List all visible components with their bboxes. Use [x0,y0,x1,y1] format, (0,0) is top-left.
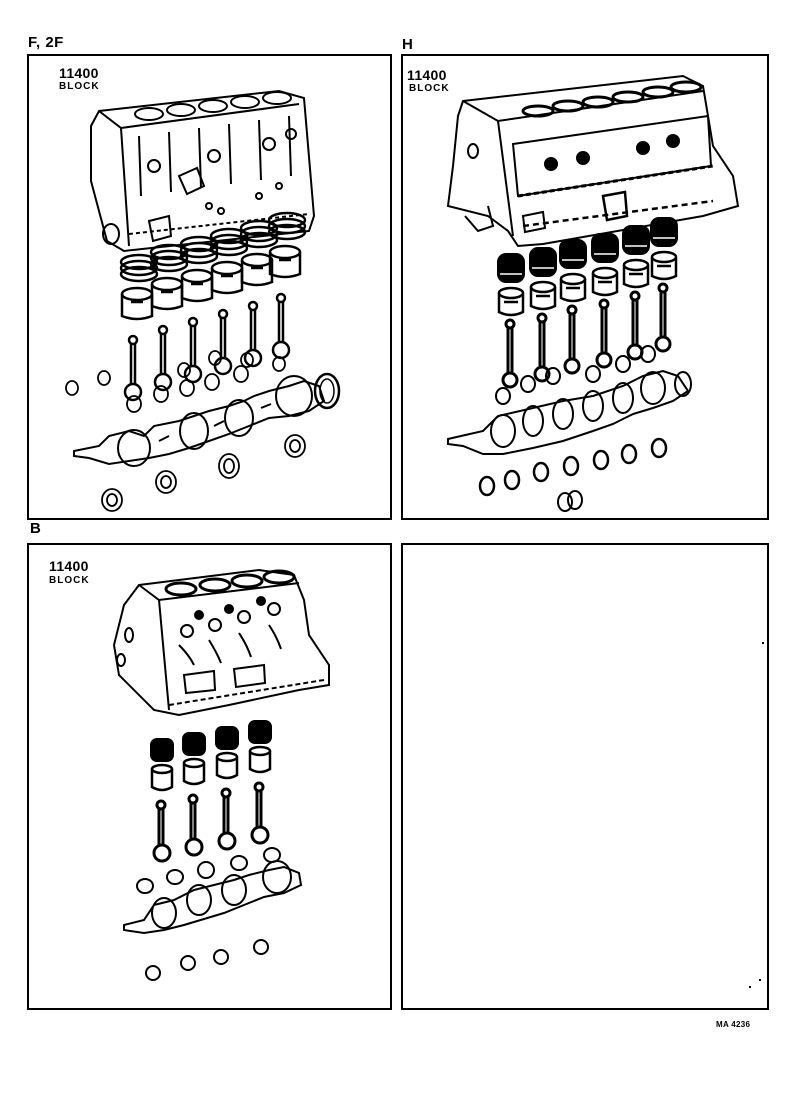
part-number: 11400 [49,558,89,574]
panel-empty [401,543,769,1010]
engine-block-h-illustration [403,56,767,518]
engine-block-b-illustration [29,545,389,1008]
variant-label-h: H [402,36,414,53]
pistons-icon [152,747,270,790]
scan-speck [759,979,761,981]
scan-speck [749,986,751,988]
cylinder-block-icon [448,76,738,246]
part-name: BLOCK [59,81,100,92]
panel-h: 11400 BLOCK [401,54,769,520]
thrust-washers-icon [558,491,582,511]
piston-rings-icon [151,721,271,761]
pistons-icon [499,252,676,315]
connecting-rods-icon [154,783,268,861]
pistons-icon [122,246,300,319]
part-name: BLOCK [409,83,450,94]
scan-speck [762,642,764,644]
crankshaft-icon [74,376,324,466]
reference-code: MA 4236 [716,1020,751,1029]
engine-block-f-illustration [29,56,389,518]
oil-seal-icon [315,374,339,408]
variant-label-f-2f: F, 2F [28,34,64,51]
main-bearings-icon [480,439,666,495]
crankshaft-icon [448,371,691,454]
connecting-rods-icon [125,294,289,400]
crankshaft-icon [124,861,301,933]
piston-rings-icon [121,213,305,281]
panel-b: 11400 BLOCK [27,543,392,1010]
panel-f-2f: 11400 BLOCK [27,54,392,520]
part-number: 11400 [407,67,447,83]
part-name: BLOCK [49,575,90,586]
part-number: 11400 [59,65,99,81]
bearings-icon [66,351,285,412]
cylinder-block-icon [114,570,329,715]
cylinder-block-icon [91,91,314,251]
piston-rings-icon [498,218,677,282]
variant-label-b: B [30,520,42,537]
connecting-rods-icon [503,284,670,387]
